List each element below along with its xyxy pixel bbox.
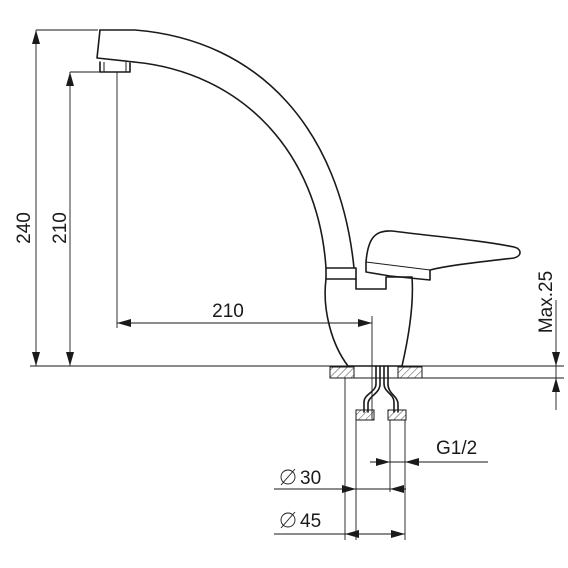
dim-spout-height: 210 [50,71,100,366]
diameter-symbol-icon [280,512,296,528]
inlet-hose-left-inner [367,365,381,413]
inlet-hose-right [383,365,395,413]
label-spout-reach: 210 [212,301,244,322]
label-diameter-30: 30 [300,468,321,489]
label-total-height: 240 [14,212,35,244]
spout-outer-curve [99,29,355,269]
dim-diameter-30: 30 [274,420,406,540]
dim-diameter-45: 45 [274,378,406,540]
inlet-hose-left [363,365,377,413]
aerator [99,61,131,73]
countertop-section-right [397,366,423,379]
hose-fitting-left [355,409,375,421]
dim-thread: G1/2 [370,420,488,492]
hose-fitting-right [387,409,407,421]
label-spout-height: 210 [50,212,71,244]
lever-handle [365,230,521,281]
label-diameter-45: 45 [300,511,321,532]
countertop-section-left [329,366,355,379]
spout-inner-curve [133,61,327,269]
countertop [30,365,564,421]
label-max-thickness: Max.25 [536,271,557,333]
inlet-hose-right-inner [387,365,399,413]
dim-total-height: 240 [14,29,98,366]
dim-spout-reach: 210 [116,72,373,420]
faucet-body [324,276,414,367]
spout-collar [325,267,357,280]
faucet-outline [96,29,521,367]
spout-tip [96,29,135,63]
diameter-symbol-icon [280,469,296,485]
label-thread: G1/2 [436,438,477,459]
dim-max-thickness: Max.25 [536,271,560,410]
